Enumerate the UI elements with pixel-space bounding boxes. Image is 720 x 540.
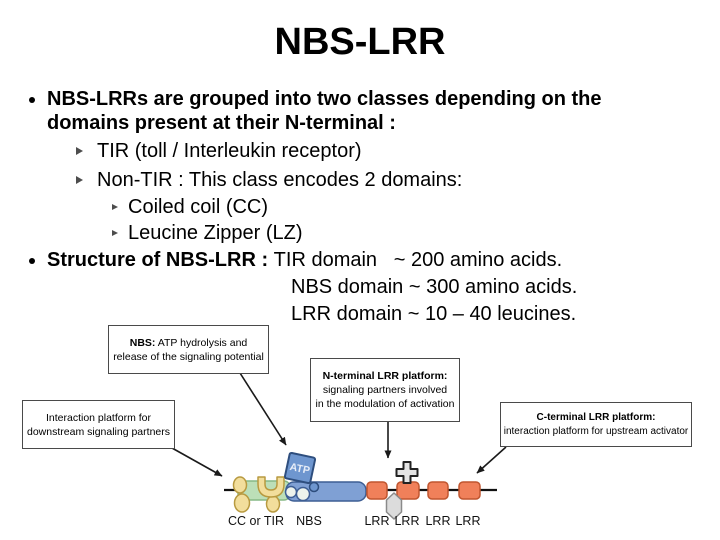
receptor-fork-icon: [257, 476, 285, 498]
nterm-callout-line-2: signaling partners involved: [322, 384, 448, 396]
sub-bullet-tir: TIR (toll / Interleukin receptor): [97, 140, 362, 162]
arrow-interaction-callout: [171, 447, 223, 477]
nterm-callout-line-1: N-terminal LRR platform:: [322, 370, 448, 382]
arrow-nbs-callout: [239, 372, 287, 446]
lrr-domain-3: [427, 481, 449, 500]
nbs-callout-box: NBS: ATP hydrolysis and release of the s…: [108, 325, 269, 374]
bullet-2-line-1: Structure of NBS-LRR : TIR domain ~ 200 …: [47, 249, 562, 272]
yellow-oval-icon: [265, 495, 281, 513]
interaction-callout-box: Interaction platform for downstream sign…: [22, 400, 175, 449]
label-lrr-4: LRR: [455, 514, 480, 528]
atp-square: [283, 451, 317, 485]
interaction-callout-line-1: Interaction platform for: [45, 411, 152, 424]
structure-label: Structure of NBS-LRR :: [47, 249, 274, 271]
cterm-callout-box: C-terminal LRR platform: interaction pla…: [500, 402, 692, 447]
sub-bullet-coiled-coil: Coiled coil (CC): [128, 196, 269, 218]
arrow-cterm-callout: [476, 446, 507, 474]
arrow-bullet-icon: [112, 230, 118, 236]
nucleotide-circle-icon: [295, 486, 311, 502]
tir-domain-text: TIR domain ~ 200 amino acids.: [273, 249, 563, 271]
nbs-callout-line-2: release of the signaling potential: [113, 350, 264, 363]
nterm-callout-box: N-terminal LRR platform: signaling partn…: [310, 358, 460, 422]
page-title: NBS-LRR: [274, 21, 446, 63]
nterm-callout-line-3: in the modulation of activation: [315, 398, 455, 410]
arrow-bullet-icon: [112, 204, 118, 210]
lrr-domain-2: [396, 481, 420, 500]
label-lrr-1: LRR: [364, 514, 389, 528]
label-lrr-2: LRR: [394, 514, 419, 528]
label-lrr-3: LRR: [425, 514, 450, 528]
lrr-domain-1: [366, 481, 388, 500]
cross-ligand-icon: [395, 461, 419, 484]
lrr-domain-4: [458, 481, 481, 500]
arrow-bullet-icon: [76, 147, 83, 155]
gem-ligand-icon: [385, 492, 403, 520]
sub-bullet-leucine-zipper: Leucine Zipper (LZ): [128, 222, 303, 244]
bullet-2-line-3: LRR domain ~ 10 – 40 leucines.: [291, 303, 577, 325]
yellow-oval-icon: [233, 493, 251, 513]
label-nbs: NBS: [296, 514, 322, 528]
label-cc-or-tir: CC or TIR: [228, 514, 284, 528]
sub-bullet-nontir: Non-TIR : This class encodes 2 domains:: [97, 169, 463, 191]
nbs-callout-line-1: NBS: ATP hydrolysis and: [109, 336, 268, 350]
cterm-callout-line-2: interaction platform for upstream activa…: [503, 425, 689, 437]
yellow-oval-icon: [232, 476, 248, 494]
nucleotide-circle-icon: [284, 485, 298, 499]
bullet-1-line-2: domains present at their N-terminal :: [47, 112, 396, 134]
bullet-2-line-2: NBS domain ~ 300 amino acids.: [291, 276, 578, 298]
bullet-1-line-1: NBS-LRRs are grouped into two classes de…: [47, 88, 602, 110]
bullet-dot-icon: [29, 97, 35, 103]
bullet-dot-icon: [29, 258, 35, 264]
arrow-bullet-icon: [76, 176, 83, 184]
nucleotide-circle-icon: [308, 481, 320, 493]
atp-label: ATP: [289, 461, 311, 477]
interaction-callout-line-2: downstream signaling partners: [27, 425, 170, 438]
atp-box: ATP: [283, 451, 317, 485]
nbs-callout-rest: ATP hydrolysis and: [155, 336, 248, 349]
nbs-callout-bold: NBS:: [129, 336, 156, 349]
cterm-callout-line-1: C-terminal LRR platform:: [536, 411, 656, 423]
